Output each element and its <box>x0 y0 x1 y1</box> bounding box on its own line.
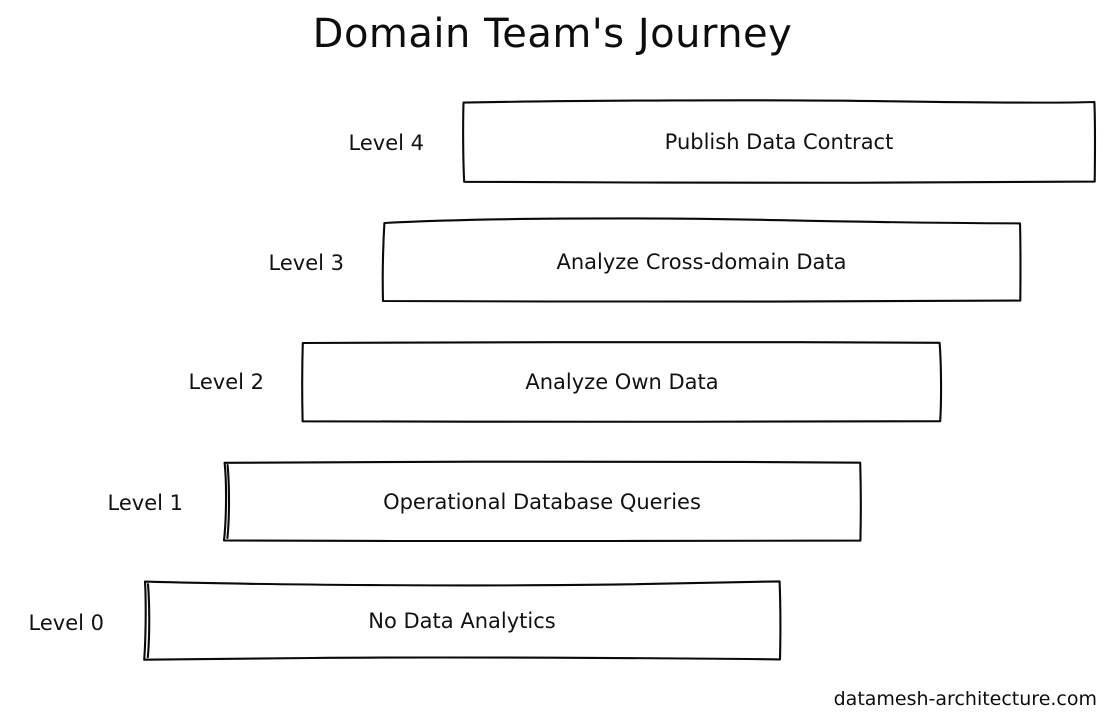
level-box-4-shape <box>462 99 1097 184</box>
level-box-4-text: Publish Data Contract <box>664 130 894 154</box>
level-box-2-text: Analyze Own Data <box>525 370 719 394</box>
level-box-4[interactable]: Publish Data Contract <box>462 99 1097 184</box>
level-label-4: Level 4 <box>348 131 424 155</box>
level-label-2: Level 2 <box>188 370 264 394</box>
level-box-0[interactable]: No Data Analytics <box>142 580 782 661</box>
level-box-1-shape <box>222 460 862 543</box>
level-label-0: Level 0 <box>28 611 104 635</box>
level-box-0-shape <box>143 580 782 661</box>
level-box-3-shape <box>381 217 1022 303</box>
level-box-2-shape <box>301 340 943 423</box>
level-box-1-text: Operational Database Queries <box>383 489 701 514</box>
source-watermark: datamesh-architecture.com <box>833 688 1097 710</box>
level-label-3: Level 3 <box>268 251 344 275</box>
page-title: Domain Team's Journey <box>312 11 793 57</box>
level-box-0-text: No Data Analytics <box>368 608 556 633</box>
level-box-3-text: Analyze Cross-domain Data <box>556 249 847 274</box>
level-box-3[interactable]: Analyze Cross-domain Data <box>381 217 1022 303</box>
level-label-1: Level 1 <box>107 491 183 515</box>
level-box-1[interactable]: Operational Database Queries <box>222 460 862 543</box>
level-box-2[interactable]: Analyze Own Data <box>301 340 943 423</box>
